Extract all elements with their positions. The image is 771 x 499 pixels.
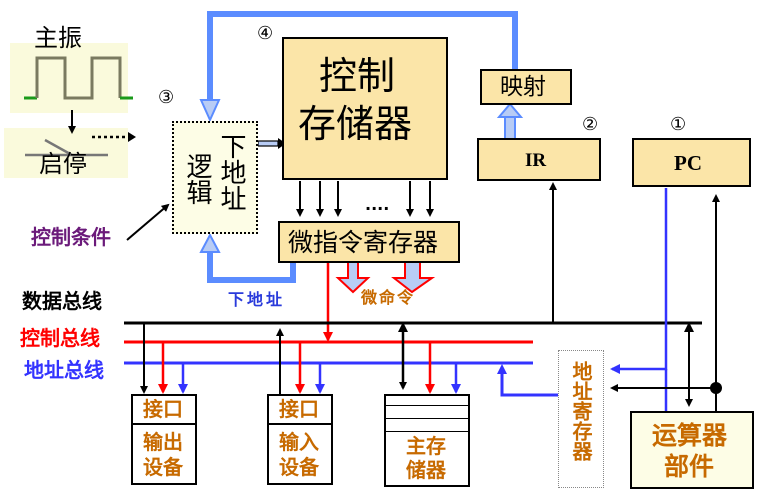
data-bus-label: 数据总线 (22, 289, 102, 313)
port-divider (269, 423, 331, 425)
memory-cell-line (386, 418, 468, 419)
control-store-line2: 存储器 (298, 102, 413, 146)
address-register-label: 地址寄存器 (569, 361, 593, 461)
address-register-block[interactable]: 地址寄存器 (558, 350, 604, 488)
alu-block[interactable]: 运算器 部件 (630, 411, 754, 489)
mapping-block[interactable]: 映射 (480, 69, 572, 105)
next-address-caption: 下地址 (228, 290, 286, 309)
control-condition-label: 控制条件 (31, 225, 111, 249)
bits-ellipsis: .... (365, 195, 390, 214)
switch-blade (44, 138, 73, 157)
port-divider (133, 423, 195, 425)
addr-reg-bus-arrowhead (497, 364, 507, 374)
output-device-line2: 设备 (143, 455, 183, 479)
memory-line2: 储器 (406, 458, 446, 482)
logic-top-arrowhead (199, 99, 221, 123)
input-device-line2: 设备 (279, 455, 319, 479)
control-condition-arrow (126, 203, 170, 241)
memory-cell-line (386, 405, 468, 406)
addr-reg-to-bus (500, 372, 558, 397)
switch-label: 启停 (39, 150, 87, 178)
logic-bottom-arrowhead (199, 232, 221, 253)
pc-block[interactable]: PC (632, 138, 751, 187)
main-memory-block[interactable]: 主存 储器 (384, 394, 470, 487)
control-store-block[interactable]: 控制 存储器 (282, 37, 448, 180)
memory-line1: 主存 (406, 434, 446, 458)
ir-block[interactable]: IR (477, 138, 601, 181)
input-device-block[interactable]: 接口 输入 设备 (267, 394, 333, 485)
control-bus-label: 控制总线 (20, 326, 100, 350)
mapping-label: 映射 (500, 74, 546, 100)
micro-command-label: 微命令 (361, 288, 416, 307)
oscillator-label: 主振 (34, 24, 82, 52)
clock-arrowhead (128, 132, 136, 142)
output-device-block[interactable]: 接口 输出 设备 (131, 394, 197, 485)
ir-mapping-arrowhead (496, 102, 524, 118)
alu-line1: 运算器 (652, 421, 728, 450)
marker-4: ④ (257, 23, 274, 44)
input-port-label: 接口 (279, 397, 319, 421)
control-store-line1: 控制 (319, 54, 396, 98)
micro-command-arrow (391, 261, 436, 294)
output-device-line1: 输出 (143, 430, 183, 454)
address-bus-label: 地址总线 (24, 358, 104, 382)
marker-1: ① (670, 114, 687, 135)
pc-to-addr-reg (610, 188, 668, 374)
next-address-logic-block[interactable]: 逻辑 下地址 (172, 121, 258, 234)
oscillator-panel (10, 43, 128, 113)
next-address-label: 下地址 (216, 133, 246, 211)
pc-label: PC (674, 151, 702, 175)
logic-to-store-shaft (257, 140, 279, 147)
ir-label: IR (525, 150, 547, 171)
micro-command-arrow (335, 261, 371, 294)
mapping-to-logic-path (207, 11, 518, 110)
memory-cell-line (386, 431, 468, 432)
junction-dot (710, 382, 722, 394)
marker-3: ③ (158, 87, 175, 108)
ir-mapping-shaft (504, 114, 516, 141)
micro-ir-block[interactable]: 微指令寄存器 (278, 221, 460, 263)
square-wave (35, 56, 122, 100)
input-device-line1: 输入 (279, 430, 319, 454)
alu-line2: 部件 (664, 452, 715, 481)
micro-ir-label: 微指令寄存器 (288, 228, 439, 257)
output-port-label: 接口 (143, 397, 183, 421)
next-address-path (207, 245, 296, 283)
marker-2: ② (582, 114, 599, 135)
logic-label: 逻辑 (182, 153, 212, 205)
